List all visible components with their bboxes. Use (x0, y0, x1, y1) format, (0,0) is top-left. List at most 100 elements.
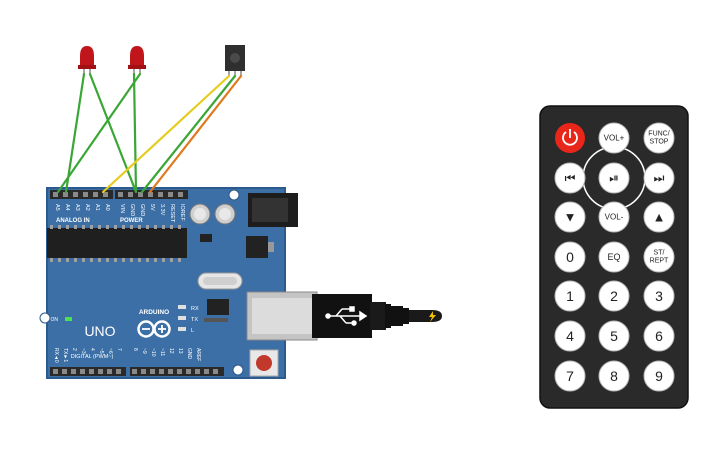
l-led-label: L (191, 328, 194, 334)
pin-label-5v: 5V (149, 204, 155, 211)
remote-7-button[interactable]: 7 (554, 360, 586, 392)
two-label: 2 (610, 288, 618, 304)
remote-6-button[interactable]: 6 (643, 320, 675, 352)
wire-yellow-ir-signal[interactable] (101, 74, 231, 194)
pin-label-a5: A5 (54, 204, 60, 211)
remote-prev-button[interactable]: ⏮ (554, 162, 586, 194)
remote-1-button[interactable]: 1 (554, 280, 586, 312)
remote-next-button[interactable]: ⏭ (643, 162, 675, 194)
play-pause-icon: ⏯ (609, 171, 619, 185)
remote-2-button[interactable]: 2 (598, 280, 630, 312)
capacitors (189, 203, 236, 225)
wire-green-led1-a[interactable] (64, 72, 86, 194)
rx-led-label: RX (191, 306, 199, 312)
pin-label-a1: A1 (94, 204, 100, 211)
pin-label-d3: ~3 (80, 348, 86, 354)
pin-label-d1: TX►1 (62, 348, 68, 362)
wire-green-led1-b[interactable] (88, 72, 138, 194)
wire-orange-ir-vcc[interactable] (148, 74, 243, 194)
pin-label-gnd2: GND (139, 204, 145, 216)
reset-button[interactable] (249, 349, 279, 377)
seven-label: 7 (566, 368, 574, 384)
pin-label-reset: RESET (169, 204, 175, 223)
five-label: 5 (610, 328, 618, 344)
remote-vol-plus-button[interactable]: VOL+ (598, 122, 630, 154)
arduino-logo (137, 320, 171, 338)
red-led-2[interactable] (128, 46, 146, 74)
pin-label-d9: ~9 (141, 348, 147, 354)
wire-green-led2-a[interactable] (132, 72, 138, 194)
pin-label-d11: ~11 (159, 348, 165, 356)
board-name-uno: UNO (84, 323, 115, 339)
pin-label-d6: ~6 (107, 348, 113, 354)
remote-up-button[interactable]: ▲ (643, 201, 675, 233)
pin-label-d10: ~10 (150, 348, 156, 357)
one-label: 1 (566, 288, 574, 304)
usb-port (246, 291, 318, 341)
six-label: 6 (655, 328, 663, 344)
remote-eq-button[interactable]: EQ (598, 241, 630, 273)
power-header[interactable] (115, 190, 188, 199)
red-led-1[interactable] (78, 46, 96, 74)
pin-label-d5: ~5 (98, 348, 104, 354)
remote-st-rept-button[interactable]: ST/ REPT (643, 241, 675, 273)
pin-label-vin: VIN (119, 204, 125, 213)
power-label: POWER (120, 218, 143, 224)
remote-9-button[interactable]: 9 (643, 360, 675, 392)
tx-led-label: TX (191, 317, 198, 323)
eight-label: 8 (610, 368, 618, 384)
pin-label-ioref: IOREF (179, 204, 185, 221)
power-icon (562, 131, 578, 146)
digital-header-label: DIGITAL (PWM~) (71, 354, 114, 360)
pin-label-a2: A2 (84, 204, 90, 211)
atmega-chip (47, 225, 187, 262)
dc-power-jack (248, 193, 298, 227)
pin-label-d7: 7 (116, 348, 122, 351)
pin-label-3v3: 3.3V (159, 204, 165, 216)
analog-in-label: ANALOG IN (56, 218, 90, 224)
remote-0-button[interactable]: 0 (554, 241, 586, 273)
remote-play-pause-button[interactable]: ⏯ (598, 162, 630, 194)
remote-4-button[interactable]: 4 (554, 320, 586, 352)
status-leds: RX TX L (178, 305, 199, 334)
ir-receiver[interactable] (225, 45, 245, 76)
prev-icon: ⏮ (565, 171, 576, 185)
up-arrow-icon: ▲ (653, 210, 666, 225)
usb-cable[interactable] (312, 294, 442, 338)
pin-label-a3: A3 (74, 204, 80, 211)
wire-green-led2-b[interactable] (56, 72, 142, 194)
st-rept-label-line2: REPT (650, 258, 669, 265)
pin-label-gnd1: GND (129, 204, 135, 216)
nine-label: 9 (655, 368, 663, 384)
pin-label-gnd3: GND (186, 348, 192, 360)
remote-down-button[interactable]: ▼ (554, 201, 586, 233)
digital-header-low[interactable] (50, 367, 126, 376)
pin-label-aref: AREF (195, 348, 201, 361)
st-rept-label-line1: ST/ (654, 250, 665, 257)
pin-label-a4: A4 (64, 204, 70, 211)
remote-3-button[interactable]: 3 (643, 280, 675, 312)
remote-8-button[interactable]: 8 (598, 360, 630, 392)
remote-func-stop-button[interactable]: FUNC/ STOP (643, 122, 675, 154)
pin-label-d12: 12 (168, 348, 174, 354)
pin-label-d4: 4 (89, 348, 95, 351)
crystal-oscillator (197, 272, 243, 290)
remote-vol-minus-button[interactable]: VOL- (598, 201, 630, 233)
on-led-label: ON (51, 317, 59, 323)
analog-header[interactable] (50, 190, 113, 199)
ir-remote[interactable]: VOL+ FUNC/ STOP ⏮ ⏯ ⏭ ▼ VOL- (539, 105, 689, 409)
pin-label-a0: A0 (104, 204, 110, 211)
pin-label-d8: 8 (132, 348, 138, 351)
digital-header-high[interactable] (130, 367, 224, 376)
remote-power-button[interactable] (555, 123, 585, 153)
down-arrow-icon: ▼ (564, 210, 577, 225)
vol-plus-label: VOL+ (604, 134, 625, 143)
usb-symbol-icon (325, 306, 368, 326)
next-icon: ⏭ (654, 171, 665, 185)
remote-5-button[interactable]: 5 (598, 320, 630, 352)
pin-label-d2: 2 (71, 348, 77, 351)
wire-green-ir-gnd[interactable] (140, 74, 237, 194)
arduino-uno-board[interactable]: A5 A4 A3 A2 A1 A0 VIN GND GND 5V 3.3V RE… (39, 187, 318, 379)
wires (56, 72, 243, 194)
